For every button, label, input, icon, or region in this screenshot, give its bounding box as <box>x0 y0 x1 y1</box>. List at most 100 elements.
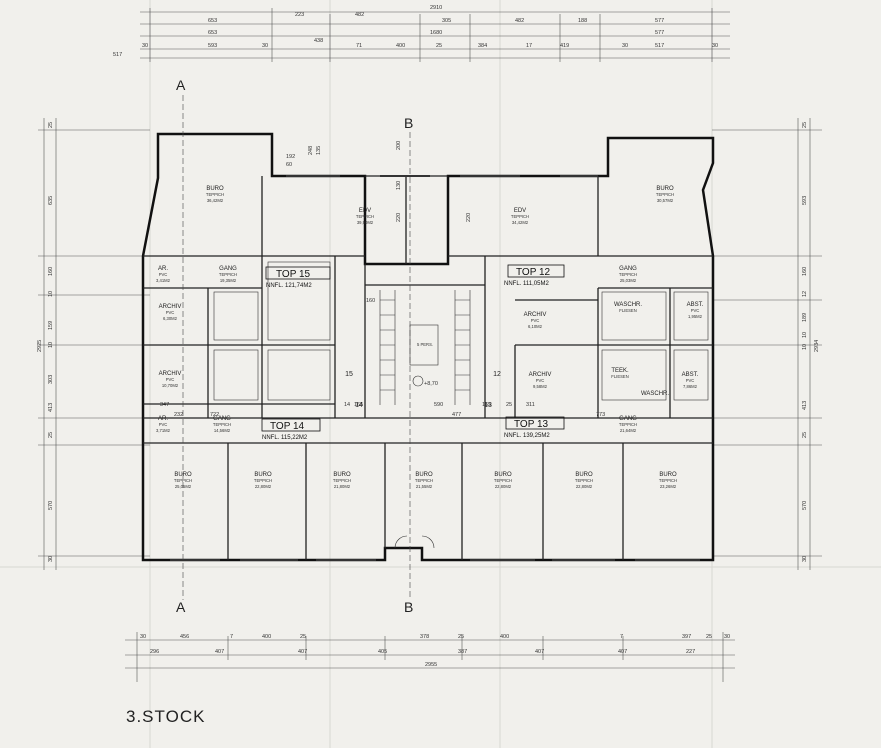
room-name: GANG <box>619 266 637 272</box>
svg-text:477: 477 <box>452 412 461 418</box>
room-finish: FLIESEN <box>611 374 628 379</box>
unit-top-15: TOP 15 NNFL. 121,74M2 <box>265 266 331 289</box>
room-finish: TEPPICH <box>174 478 192 483</box>
left-dimension-texts: 25 635 160 10 159 10 303 413 25 570 30 2… <box>37 122 54 562</box>
room-area: 30,57M2 <box>657 198 674 203</box>
svg-text:25: 25 <box>48 122 54 128</box>
room-finish: PVC <box>166 377 175 382</box>
room-label: WASCHR.FLIESEN <box>614 302 642 313</box>
svg-text:400: 400 <box>500 634 509 640</box>
svg-text:590: 590 <box>434 402 443 408</box>
svg-text:773: 773 <box>596 412 605 418</box>
room-area: 34,42M2 <box>512 220 529 225</box>
svg-text:10: 10 <box>48 342 54 348</box>
svg-text:25: 25 <box>48 432 54 438</box>
room-area: 22,80M2 <box>495 484 512 489</box>
svg-text:30: 30 <box>724 634 730 640</box>
room-finish: TEPPICH <box>656 192 674 197</box>
room-name: BURO <box>415 472 433 478</box>
bottom-dimension-texts: 30 456 7 400 25 378 25 400 7 397 25 30 2… <box>140 634 730 668</box>
svg-text:25: 25 <box>506 402 512 408</box>
room-area: 36,42M2 <box>207 198 224 203</box>
top-dim: 25 <box>436 43 442 49</box>
top-dim: 71 <box>356 43 362 49</box>
room-labels: BUROTEPPICH36,42M2EDVTEPPICH39,90M2EDVTE… <box>156 186 704 489</box>
room-finish: TEPPICH <box>619 272 637 277</box>
room-name: GANG <box>213 416 231 422</box>
top-dim: 517 <box>113 52 122 58</box>
room-finish: TEPPICH <box>356 214 374 219</box>
svg-text:10: 10 <box>802 332 808 338</box>
room-finish: PVC <box>159 272 168 277</box>
unit-label: TOP 14 <box>270 421 305 432</box>
level-mark: +8,70 <box>424 381 438 387</box>
top-dim: 653 <box>208 18 217 24</box>
svg-text:200: 200 <box>396 141 402 150</box>
room-finish: TEPPICH <box>575 478 593 483</box>
room-label: TEEK.FLIESEN <box>611 368 629 379</box>
svg-text:160: 160 <box>366 298 375 304</box>
room-finish: PVC <box>166 310 175 315</box>
room-name: BURO <box>494 472 512 478</box>
top-dim: 593 <box>208 43 217 49</box>
svg-text:60: 60 <box>286 162 292 168</box>
svg-text:407: 407 <box>618 649 627 655</box>
top-dim: 653 <box>208 30 217 36</box>
room-area: 21,64M2 <box>620 428 637 433</box>
room-name: EDV <box>359 208 371 214</box>
room-finish: TEPPICH <box>415 478 433 483</box>
svg-text:160: 160 <box>802 267 808 276</box>
svg-text:160: 160 <box>48 267 54 276</box>
svg-text:635: 635 <box>48 196 54 205</box>
svg-text:303: 303 <box>48 375 54 384</box>
room-area: 6,30M2 <box>163 316 178 321</box>
room-name: ABST. <box>687 302 704 308</box>
room-finish: TEPPICH <box>619 422 637 427</box>
svg-text:2955: 2955 <box>425 662 437 668</box>
stair-label: 12 <box>493 371 501 378</box>
room-name: ARCHIV <box>524 312 547 318</box>
top-dim: 305 <box>442 18 451 24</box>
svg-text:220: 220 <box>396 213 402 222</box>
svg-text:407: 407 <box>298 649 307 655</box>
top-dim: 482 <box>355 12 364 18</box>
room-finish: FLIESEN <box>619 308 636 313</box>
svg-text:593: 593 <box>802 196 808 205</box>
room-label: WASCHR. <box>641 391 669 397</box>
svg-text:7: 7 <box>620 634 623 640</box>
stair-label: 15 <box>345 371 353 378</box>
svg-text:165: 165 <box>354 402 363 408</box>
svg-text:30: 30 <box>140 634 146 640</box>
top-dim: 577 <box>655 30 664 36</box>
svg-text:397: 397 <box>682 634 691 640</box>
svg-text:14: 14 <box>344 402 350 408</box>
room-name: ARCHIV <box>159 371 182 377</box>
unit-label: TOP 15 <box>276 269 311 280</box>
top-dim: 30 <box>262 43 268 49</box>
room-name: ABST. <box>682 372 699 378</box>
svg-text:570: 570 <box>802 501 808 510</box>
interior-walls <box>143 175 713 560</box>
room-area: 6,10M2 <box>528 324 543 329</box>
floor-title: 3.STOCK <box>126 707 205 726</box>
top-dim: 438 <box>314 38 323 44</box>
top-dim: 1680 <box>430 30 442 36</box>
stair-label: 13 <box>484 402 492 409</box>
svg-text:130: 130 <box>396 181 402 190</box>
top-dim: 517 <box>655 43 664 49</box>
